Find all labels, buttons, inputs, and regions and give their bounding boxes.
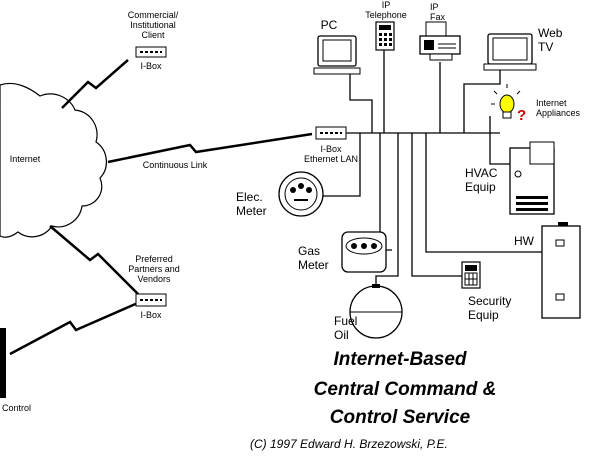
label-hvac: HVAC Equip [465, 166, 498, 194]
pc-icon [313, 35, 361, 75]
internet-cloud [0, 82, 107, 238]
label-ibox-lan: I-Box Ethernet LAN [303, 144, 359, 164]
ibox-bottom-device [135, 293, 167, 307]
electric-meter-icon [278, 171, 324, 217]
title-line-1: Internet-Based [333, 349, 467, 370]
hvac-unit-icon [509, 141, 555, 215]
label-continuous-link: Continuous Link [142, 160, 208, 170]
title-line-3: Control Service [329, 407, 471, 428]
label-ibox-bottom: I-Box [140, 310, 162, 320]
link-to-partners [9, 300, 141, 356]
label-control-partial: Control [2, 403, 32, 413]
ibox-lan-device [315, 126, 347, 140]
security-keypad-icon [461, 261, 481, 289]
web-tv-icon [483, 33, 537, 71]
label-partners: Preferred Partners and Vendors [128, 254, 180, 284]
control-device-partial [0, 328, 6, 398]
ibox-top-device [135, 46, 167, 58]
label-hw: HW [514, 234, 534, 248]
question-mark-icon: ? [517, 107, 527, 124]
fuel-oil-tank-icon [349, 284, 403, 339]
label-web-tv: Web TV [538, 26, 563, 54]
label-ip-telephone: IP Telephone [365, 0, 407, 20]
label-gas-meter: Gas Meter [298, 244, 329, 272]
water-heater-icon [541, 222, 581, 319]
label-fuel-oil: Fuel Oil [334, 314, 358, 342]
lightbulb-icon [491, 84, 521, 119]
link-to-commercial [61, 59, 129, 109]
telephone-icon [375, 21, 395, 51]
label-security: Security Equip [468, 294, 512, 322]
label-ibox-top: I-Box [140, 61, 162, 71]
fax-icon [419, 21, 461, 61]
label-internet-appliances: Internet Appliances [536, 98, 581, 118]
label-elec-meter: Elec. Meter [236, 190, 267, 218]
continuous-link-line [107, 132, 313, 164]
label-ip-fax: IP Fax [430, 2, 446, 22]
title-line-2: Central Command & [313, 379, 497, 400]
gas-meter-icon [341, 231, 387, 273]
link-to-internet-bottom [49, 225, 141, 297]
label-commercial-client: Commercial/ Institutional Client [127, 10, 179, 40]
label-internet: Internet [9, 154, 41, 164]
label-pc: PC [320, 18, 338, 32]
copyright-credit: (C) 1997 Edward H. Brzezowski, P.E. [250, 437, 448, 451]
